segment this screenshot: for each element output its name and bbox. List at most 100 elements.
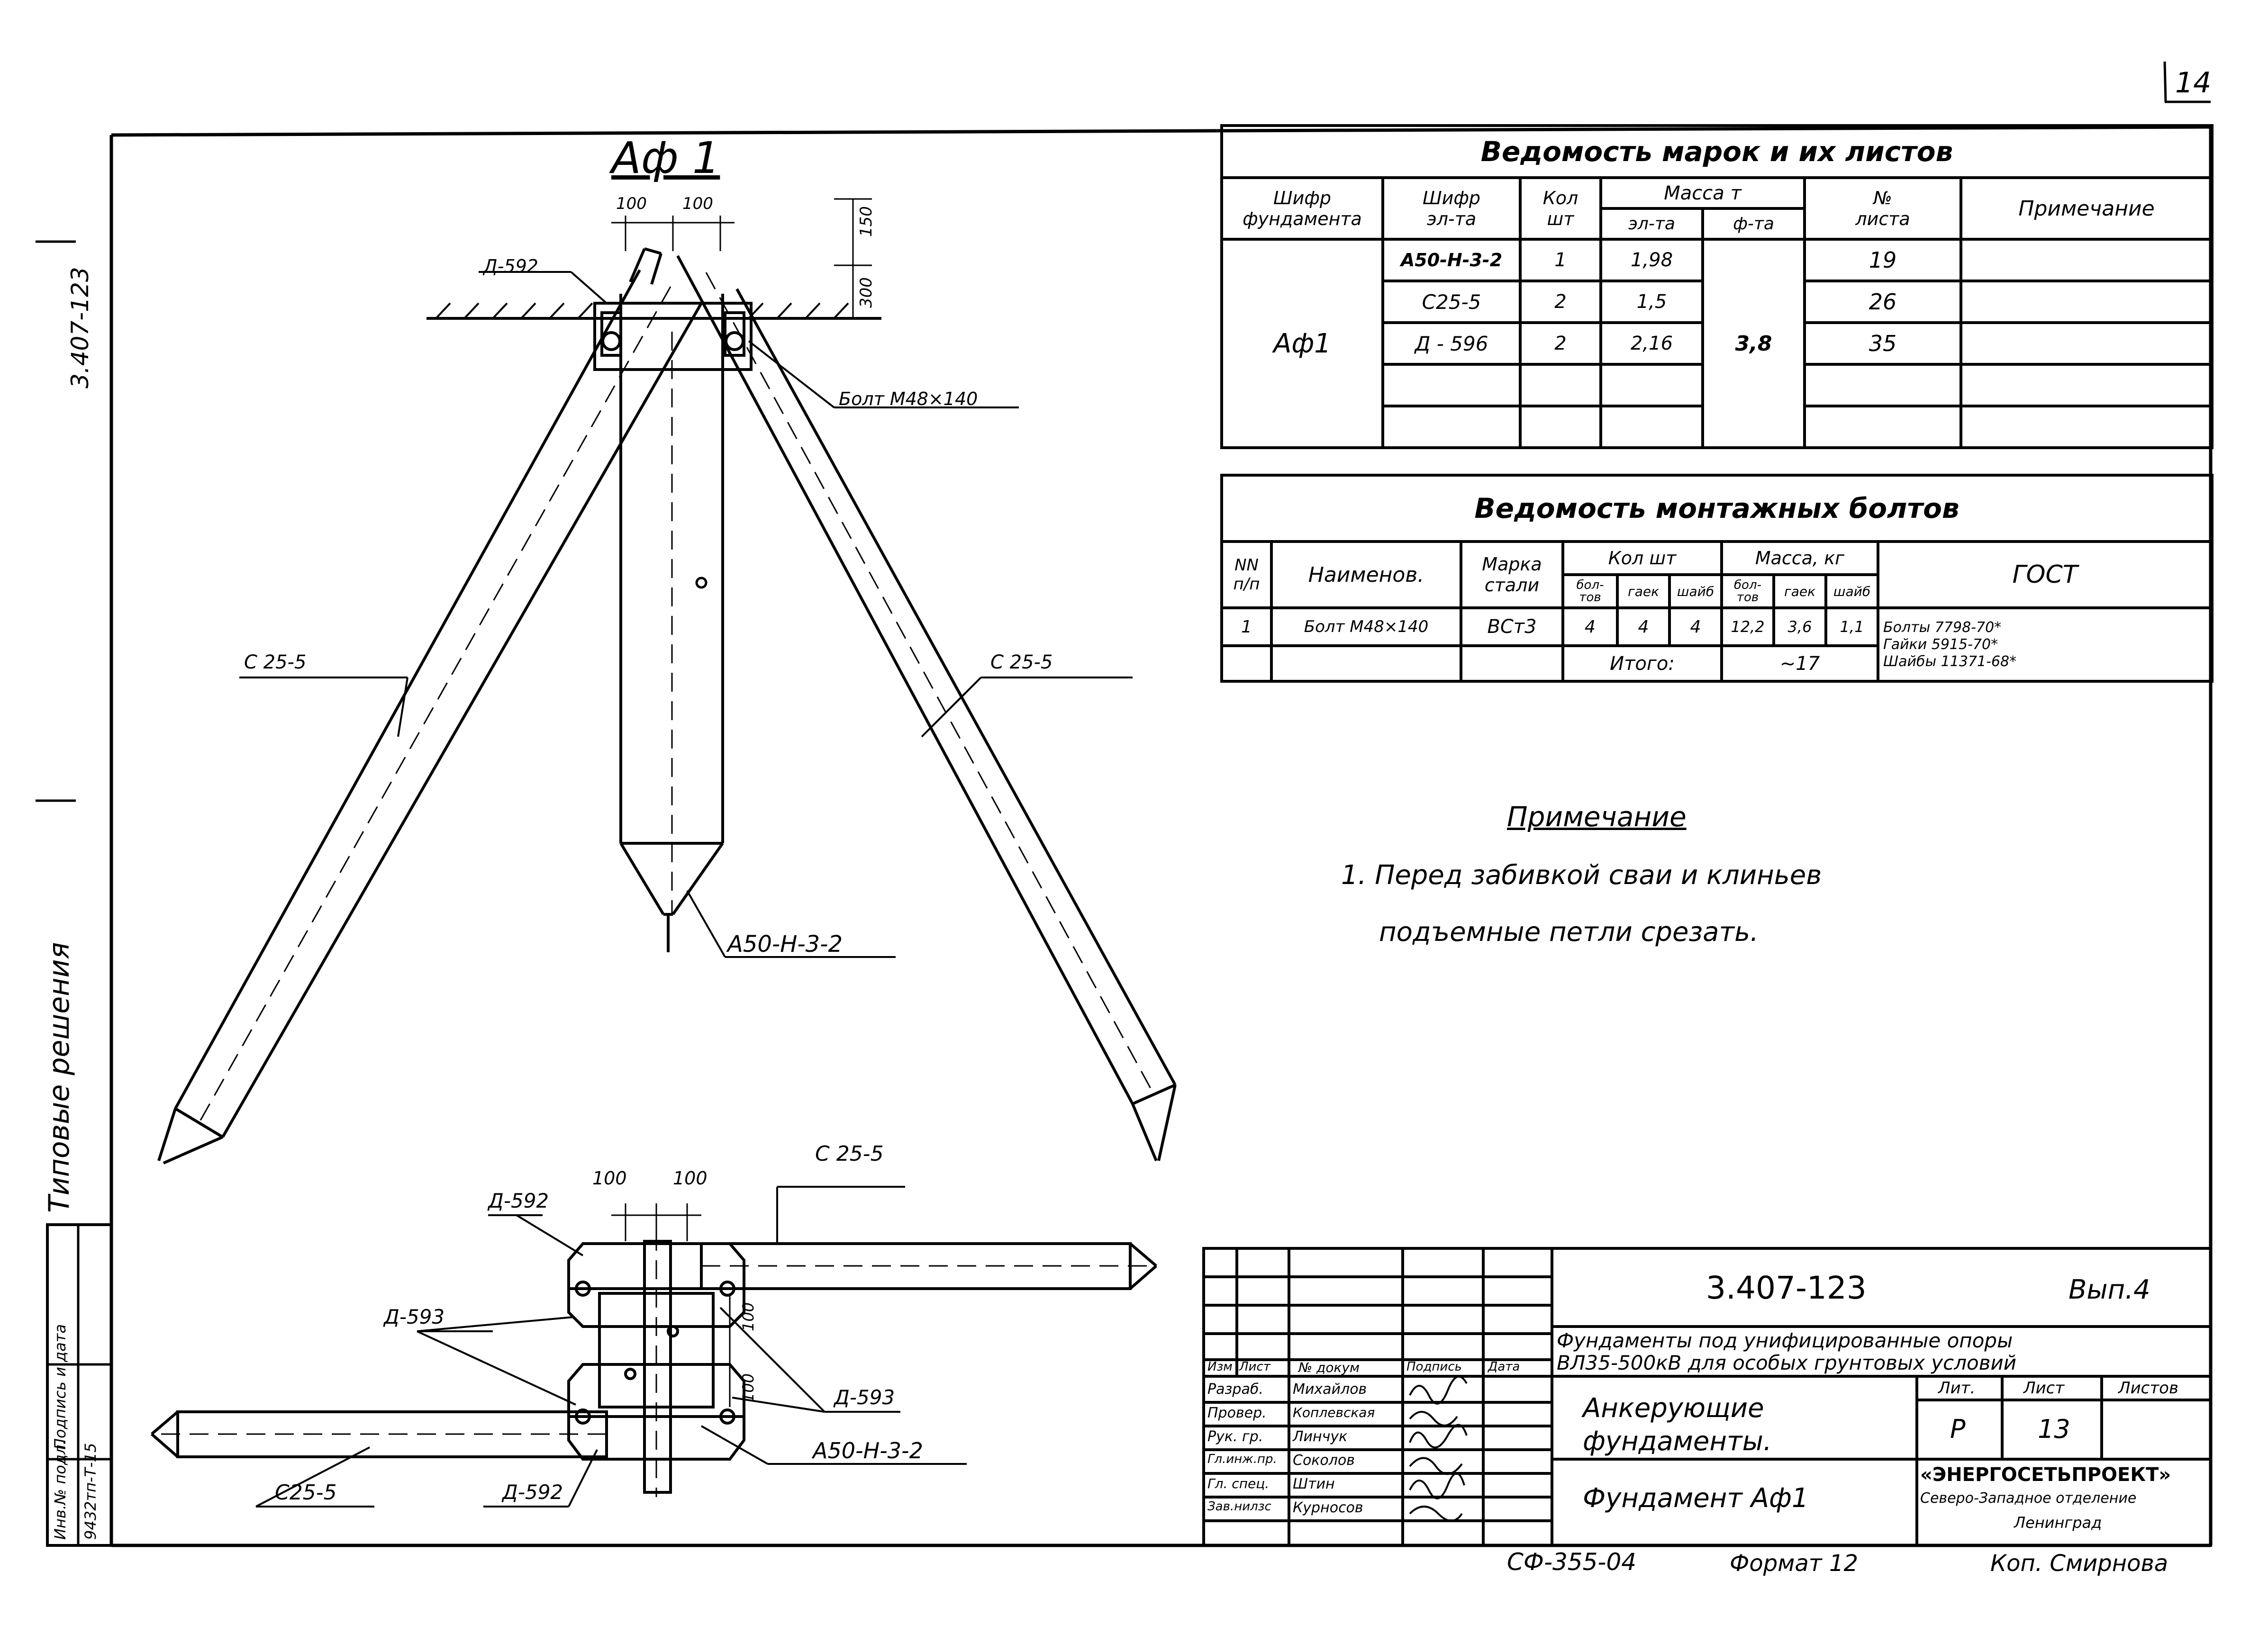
bolts-row-steel: ВСт3 — [1460, 606, 1564, 647]
bolts-table-title: Ведомость монтажных болтов — [1220, 474, 2214, 543]
vertical-pile-a50 — [619, 294, 724, 952]
marks-table: Ведомость марок и их листов Шифр фундаме… — [1220, 124, 2214, 449]
tb-issue: Вып.4 — [2068, 1274, 2150, 1305]
marks-h-elem: Шифр эл-та — [1381, 176, 1522, 241]
tb-name-p2: Коплевская — [1293, 1405, 1375, 1420]
tb-desc-1: Фундаменты под унифицированные опоры — [1557, 1329, 2013, 1352]
tb-desc-2: ВЛ35-500кВ для особых грунтовых условий — [1557, 1351, 2017, 1374]
bolts-h-mass-wash: шайб — [1824, 573, 1879, 609]
tb-name-2: фундаменты. — [1583, 1426, 1772, 1457]
marks-total-mass: 3,8 — [1701, 238, 1806, 449]
drawing-title-text: Аф 1 — [611, 133, 720, 183]
tb-hdr-list: Лист — [1239, 1360, 1270, 1374]
marks-h-mass-f: ф-та — [1701, 207, 1806, 241]
bolts-table: Ведомость монтажных болтов NN п/п Наимен… — [1220, 474, 2214, 683]
bolts-h-qty-nuts: гаек — [1616, 573, 1671, 609]
tb-role-4: Гл.инж.пр. — [1207, 1452, 1277, 1466]
dimension-lines — [611, 198, 872, 319]
label-c255-plan-top: С 25-5 — [815, 1142, 884, 1166]
tb-lit-header: Лит. — [1938, 1379, 1976, 1398]
bolts-h-qty-wash: шайб — [1668, 573, 1723, 609]
tb-role-1: Разраб. — [1207, 1381, 1263, 1398]
label-d593-plan-right: Д-593 — [834, 1386, 895, 1409]
label-d593-plan-left: Д-593 — [384, 1305, 445, 1328]
marks-row3-sheet: 35 — [1803, 321, 1962, 366]
marks-row2-elem: С25-5 — [1381, 280, 1522, 324]
marks-table-title: Ведомость марок и их листов — [1220, 124, 2214, 179]
marks-row2-mass: 1,5 — [1599, 280, 1704, 324]
tb-role-5: Гл. спец. — [1207, 1476, 1270, 1491]
bolts-row-q-nut: 4 — [1616, 606, 1671, 647]
dim-100-a: 100 — [616, 194, 647, 213]
marks-row1-sheet: 19 — [1803, 238, 1962, 282]
tb-sheet: 13 — [2038, 1414, 2070, 1444]
bolts-row-name: Болт М48×140 — [1270, 606, 1462, 647]
label-c255-right: С 25-5 — [990, 651, 1053, 673]
label-d592-section: Д-592 — [483, 256, 538, 277]
tb-name-p6: Курносов — [1293, 1499, 1363, 1516]
tb-hdr-doc: № докум — [1298, 1360, 1360, 1375]
bolts-h-qty: Кол шт — [1561, 540, 1723, 576]
plan-view — [151, 1186, 1157, 1508]
ground-hatch — [435, 302, 849, 319]
marks-row1-elem: А50-Н-3-2 — [1381, 238, 1522, 282]
label-a50-section: А50-Н-3-2 — [727, 931, 843, 957]
bolts-h-mass: Масса, кг — [1720, 540, 1879, 576]
marks-row2-sheet: 26 — [1803, 280, 1962, 324]
leader-lines — [239, 271, 1133, 958]
tb-role-3: Рук. гр. — [1207, 1428, 1263, 1445]
marks-row1-mass: 1,98 — [1599, 238, 1704, 282]
bolts-row-gost: Болты 7798-70* Гайки 5915-70* Шайбы 1137… — [1876, 606, 2214, 683]
marks-h-mass: Масса т — [1599, 176, 1806, 210]
tb-name-p4: Соколов — [1293, 1452, 1355, 1469]
label-d592-plan-top: Д-592 — [488, 1189, 549, 1212]
bolts-row-m-bolt: 12,2 — [1720, 606, 1775, 647]
tb-sheets-header: Листов — [2118, 1379, 2179, 1398]
label-bolt-section: Болт М48×140 — [839, 388, 978, 409]
note-line-1: 1. Перед забивкой сваи и клиньев — [1341, 860, 1822, 891]
bolts-row-m-nut: 3,6 — [1772, 606, 1827, 647]
bolts-total-label: Итого: — [1561, 644, 1723, 683]
bolts-h-gost: ГОСТ — [1876, 540, 2214, 609]
dim-plan-100-b: 100 — [673, 1168, 708, 1189]
dim-100-b: 100 — [682, 194, 713, 213]
bolts-row-m-wash: 1,1 — [1824, 606, 1879, 647]
tb-hdr-sign: Подпись — [1406, 1360, 1462, 1374]
tb-lit: Р — [1950, 1414, 1966, 1444]
tb-org-1: «ЭНЕРГОСЕТЬПРОЕКТ» — [1920, 1464, 2171, 1486]
dim-plan-100-a: 100 — [592, 1168, 627, 1189]
tb-name-3: Фундамент Аф1 — [1583, 1483, 1809, 1514]
tb-org-3: Ленинград — [2014, 1514, 2102, 1532]
label-c255-plan-bottom: С25-5 — [275, 1481, 337, 1505]
marks-row3-mass: 2,16 — [1599, 321, 1704, 366]
marks-foundation: Аф1 — [1220, 238, 1384, 449]
tb-hdr-date: Дата — [1488, 1360, 1520, 1374]
tb-name-1: Анкерующие — [1583, 1393, 1764, 1424]
bolts-total-value: ~17 — [1720, 644, 1879, 683]
marks-row2-qty: 2 — [1519, 280, 1602, 324]
marks-row3-elem: Д - 596 — [1381, 321, 1522, 366]
bolts-h-mass-bolts: бол- тов — [1720, 573, 1775, 609]
label-c255-left: С 25-5 — [244, 651, 307, 673]
bolts-row-q-wash: 4 — [1668, 606, 1723, 647]
bolts-h-nn: NN п/п — [1220, 540, 1273, 609]
marks-row1-qty: 1 — [1519, 238, 1602, 282]
footer-format: Формат 12 — [1730, 1550, 1859, 1577]
bolts-h-name: Наименов. — [1270, 540, 1462, 609]
marks-h-note: Примечание — [1959, 176, 2214, 241]
note-line-2: подъемные петли срезать. — [1379, 917, 1759, 948]
tb-org-2: Северо-Западное отделение — [1920, 1490, 2137, 1507]
footer-code: СФ-355-04 — [1507, 1548, 1637, 1576]
marks-h-sheet: № листа — [1803, 176, 1962, 241]
label-a50-plan: А50-Н-3-2 — [813, 1438, 923, 1463]
tb-name-p1: Михайлов — [1293, 1381, 1367, 1398]
footer-copied: Коп. Смирнова — [1990, 1550, 2168, 1577]
sheet-corner-number: 14 — [2175, 66, 2212, 99]
right-inclined-pile — [676, 255, 1177, 1162]
bolts-h-steel: Марка стали — [1460, 540, 1564, 609]
marks-row3-qty: 2 — [1519, 321, 1602, 366]
tb-code: 3.407-123 — [1706, 1270, 1867, 1306]
